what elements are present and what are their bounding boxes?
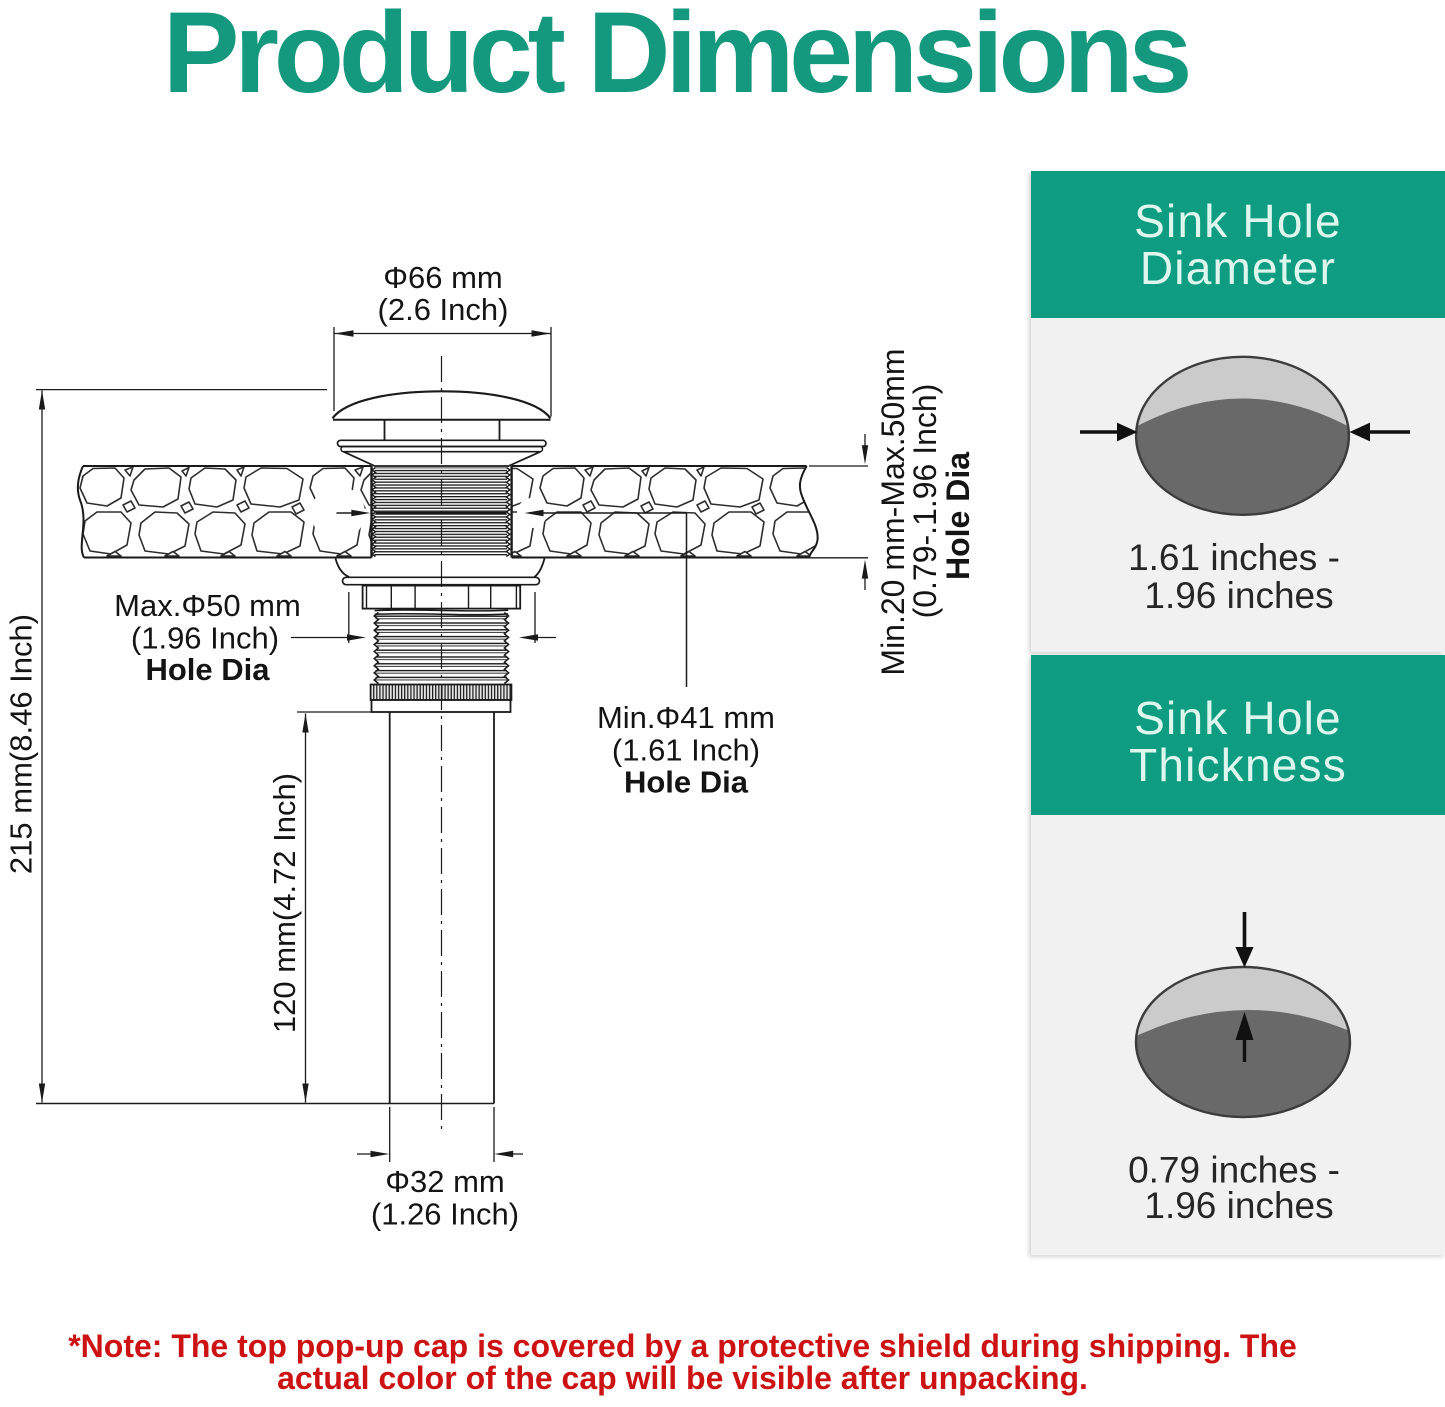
svg-text:(0.79-.1.96 Inch): (0.79-.1.96 Inch) — [907, 384, 943, 619]
svg-text:0.79 inches -: 0.79 inches - — [1128, 1150, 1340, 1191]
svg-text:Hole Dia: Hole Dia — [940, 452, 976, 580]
svg-text:Φ32 mm: Φ32 mm — [385, 1164, 504, 1199]
svg-text:1.96 inches: 1.96 inches — [1144, 575, 1333, 616]
svg-text:Max.Φ50 mm: Max.Φ50 mm — [114, 588, 301, 623]
svg-text:(2.6 Inch): (2.6 Inch) — [378, 292, 509, 327]
svg-text:Hole Dia: Hole Dia — [624, 765, 749, 800]
svg-text:215 mm(8.46 Inch): 215 mm(8.46 Inch) — [4, 614, 39, 874]
svg-text:1.61 inches -: 1.61 inches - — [1128, 537, 1340, 578]
svg-text:(1.61 Inch): (1.61 Inch) — [612, 733, 760, 768]
svg-text:1.96 inches: 1.96 inches — [1144, 1185, 1333, 1226]
svg-text:Φ66 mm: Φ66 mm — [383, 260, 502, 295]
svg-text:(1.96 Inch): (1.96 Inch) — [131, 621, 279, 656]
svg-text:Min.Φ41 mm: Min.Φ41 mm — [597, 700, 775, 735]
svg-text:(1.26 Inch): (1.26 Inch) — [371, 1197, 519, 1232]
svg-text:Min.20 mm-Max.50mm: Min.20 mm-Max.50mm — [875, 348, 911, 675]
svg-text:120 mm(4.72 Inch): 120 mm(4.72 Inch) — [267, 773, 302, 1033]
svg-text:Hole Dia: Hole Dia — [145, 652, 270, 687]
